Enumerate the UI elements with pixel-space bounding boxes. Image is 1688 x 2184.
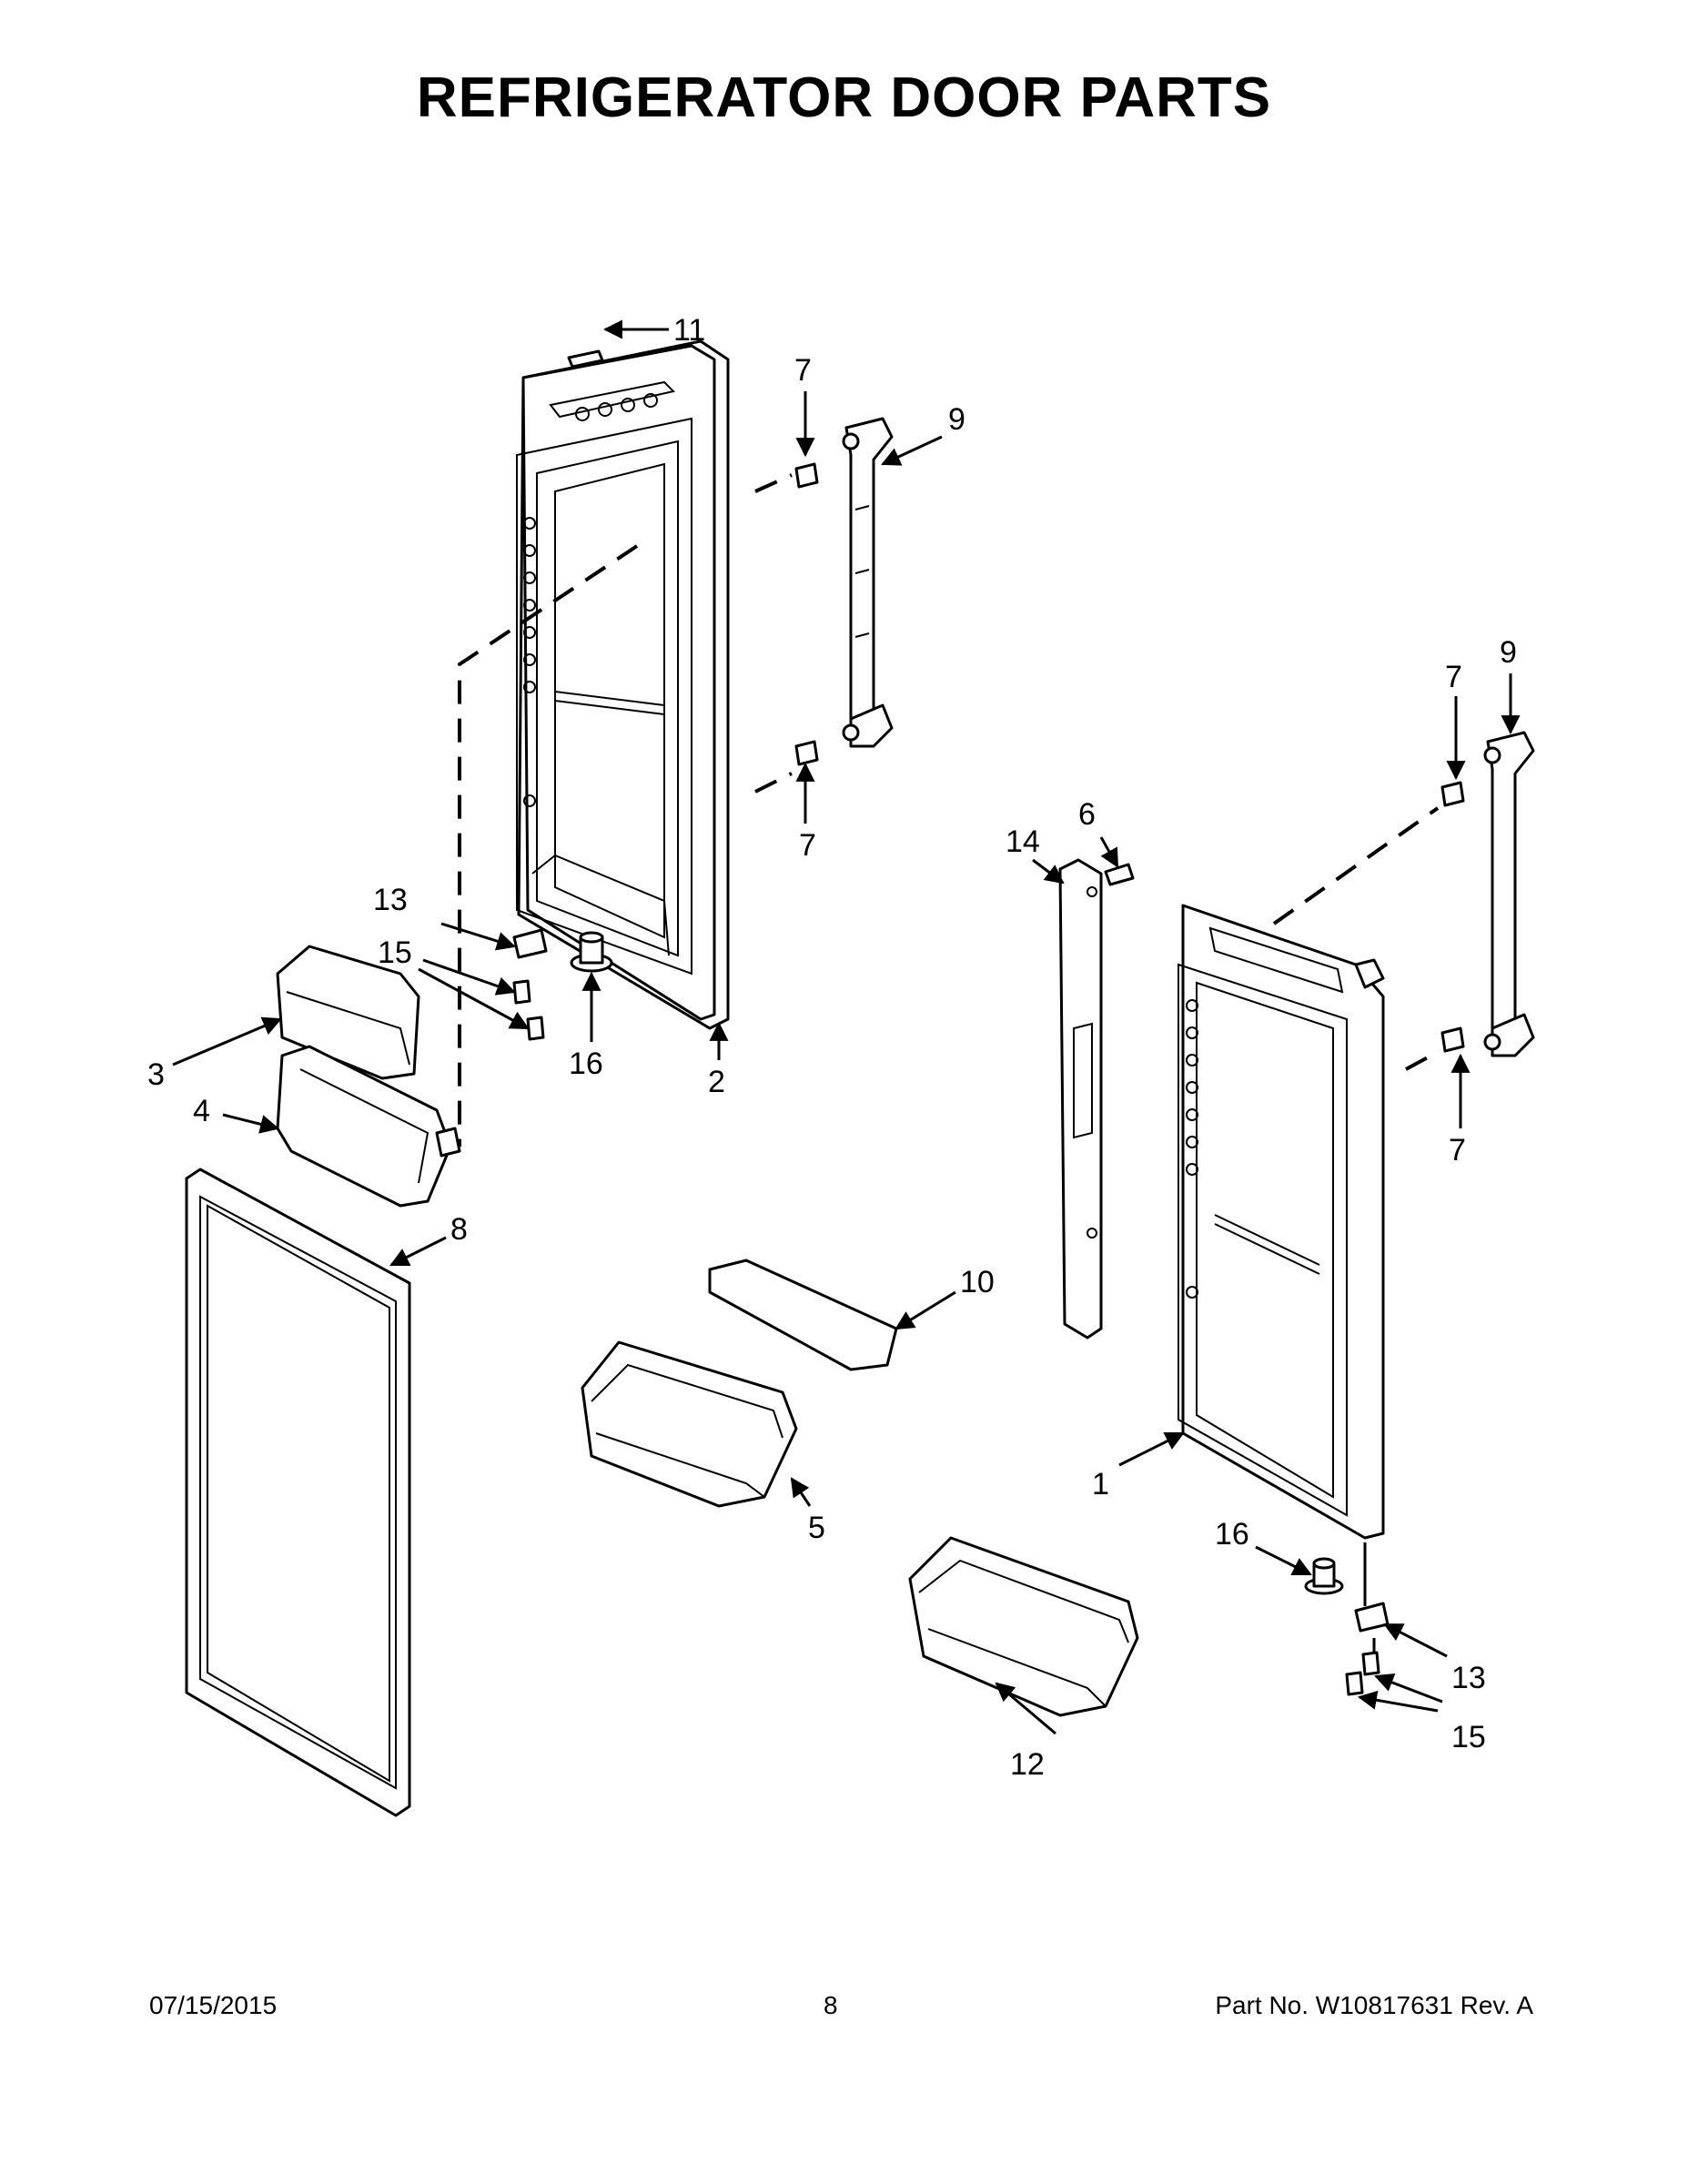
handle-left-part-9 bbox=[842, 417, 894, 748]
callout-10: 10 bbox=[960, 1265, 995, 1299]
callout-1: 1 bbox=[1092, 1467, 1109, 1502]
hinge-screw-right-b bbox=[1345, 1671, 1364, 1696]
callout-5: 5 bbox=[808, 1511, 825, 1545]
callout-7-lower-right: 7 bbox=[1449, 1133, 1466, 1168]
callout-9-left: 9 bbox=[948, 402, 965, 437]
callout-13-left: 13 bbox=[373, 883, 408, 917]
handle-screw-upper-right bbox=[1440, 781, 1465, 807]
callout-labels: 11 7 9 7 13 15 16 2 3 4 8 10 5 12 14 6 1… bbox=[147, 313, 1517, 1782]
label-clip-part-11 bbox=[567, 349, 604, 369]
callout-3: 3 bbox=[147, 1057, 165, 1092]
handle-screw-lower-left bbox=[794, 740, 819, 766]
door-gasket-part-8 bbox=[185, 1168, 411, 1817]
hinge-bushing-right-part-16 bbox=[1304, 1557, 1344, 1595]
callout-7-upper-left: 7 bbox=[794, 353, 812, 388]
leader-lines bbox=[172, 319, 1521, 1735]
callout-9-right: 9 bbox=[1500, 635, 1517, 670]
callout-4: 4 bbox=[193, 1094, 210, 1128]
callout-7-upper-right: 7 bbox=[1445, 660, 1462, 694]
left-door-part-2 bbox=[516, 339, 730, 1030]
callout-15-left: 15 bbox=[378, 935, 412, 970]
door-bin-part-5 bbox=[581, 1340, 798, 1508]
handle-right-part-9 bbox=[1483, 731, 1535, 1057]
hinge-screw-left-b bbox=[526, 1016, 545, 1041]
hinge-screw-right-a bbox=[1361, 1651, 1380, 1676]
hinge-bushing-left-part-16 bbox=[570, 931, 613, 973]
callout-16-right: 16 bbox=[1215, 1517, 1249, 1552]
footer-part-number: Part No. W10817631 Rev. A bbox=[1215, 1991, 1533, 2019]
tray-part-10 bbox=[708, 1259, 898, 1371]
callout-16-left: 16 bbox=[569, 1046, 603, 1081]
dairy-cover-part-3 bbox=[276, 945, 420, 1080]
callout-12: 12 bbox=[1010, 1747, 1045, 1782]
hinge-bracket-left-part-13 bbox=[512, 928, 548, 959]
dairy-bin-part-4 bbox=[276, 1045, 461, 1208]
handle-screw-lower-right bbox=[1440, 1026, 1465, 1053]
hinge-screw-left-a bbox=[512, 979, 531, 1005]
footer-date: 07/15/2015 bbox=[149, 1991, 278, 2019]
callout-15-right: 15 bbox=[1451, 1720, 1486, 1754]
callout-7-lower-left: 7 bbox=[799, 828, 816, 863]
callout-8: 8 bbox=[450, 1212, 468, 1247]
callout-6: 6 bbox=[1078, 797, 1096, 832]
callout-13-right: 13 bbox=[1451, 1661, 1486, 1695]
callout-11: 11 bbox=[673, 313, 705, 348]
hinge-bracket-right-part-13 bbox=[1354, 1602, 1390, 1633]
page-title: REFRIGERATOR DOOR PARTS bbox=[416, 66, 1272, 129]
door-bin-part-12 bbox=[908, 1536, 1139, 1717]
callout-2: 2 bbox=[708, 1065, 725, 1099]
callout-14: 14 bbox=[1006, 824, 1040, 859]
right-door-part-1 bbox=[1178, 904, 1385, 1540]
door-strip-part-14 bbox=[1058, 858, 1103, 1340]
handle-screw-upper-left bbox=[794, 462, 819, 489]
screw-part-6 bbox=[1104, 863, 1135, 886]
footer-page-number: 8 bbox=[824, 1991, 838, 2019]
